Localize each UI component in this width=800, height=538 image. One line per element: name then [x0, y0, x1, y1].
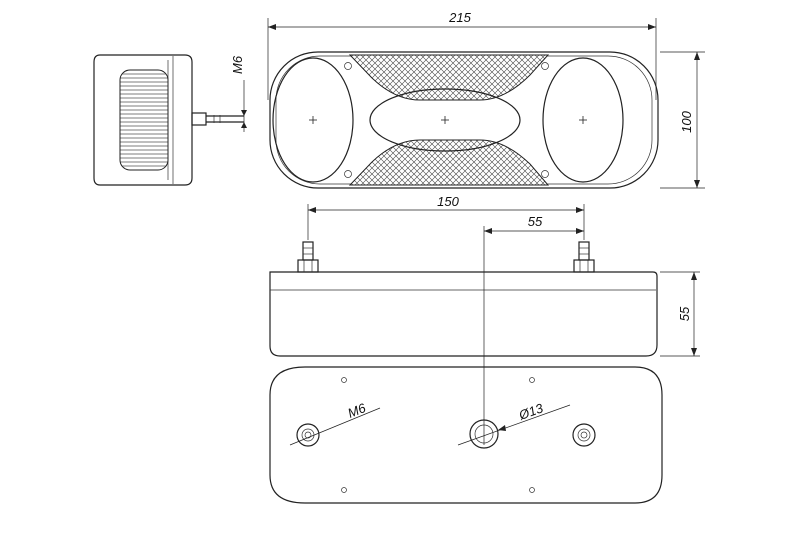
width-215-label: 215: [448, 10, 471, 25]
spacing-150-label: 150: [437, 194, 459, 209]
front-view: 215 100: [267, 10, 705, 189]
reflector-bottom: [348, 139, 550, 186]
side-view: M6: [93, 54, 247, 186]
diameter-13-label: Ø13: [516, 400, 546, 423]
height-100-label: 100: [679, 110, 694, 132]
top-view: 150 55 55: [269, 194, 700, 445]
offset-55-label: 55: [528, 214, 543, 229]
depth-55-label: 55: [677, 306, 692, 321]
back-view: M6 Ø13: [269, 366, 663, 504]
reflector-top: [348, 54, 550, 101]
m6-side-label: M6: [230, 55, 245, 74]
m6-back-label: M6: [346, 400, 369, 421]
